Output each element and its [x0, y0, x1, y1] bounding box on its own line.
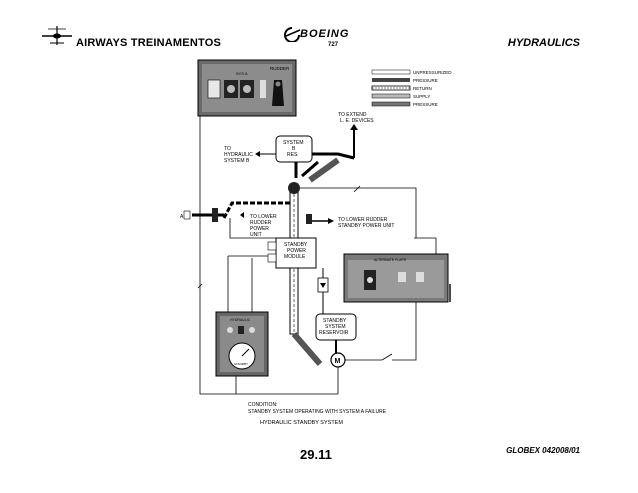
legend-item-pressure-2: PRESSURE: [413, 102, 438, 107]
pressure-gauge-label: STANDBY: [234, 362, 248, 366]
to-hydraulic-system-b-2: HYDRAULIC: [224, 152, 253, 158]
standby-system-reservoir-label-2: SYSTEM: [325, 324, 346, 330]
airplane-logo-icon: [42, 26, 72, 45]
system-b-res-label-3: RES.: [287, 152, 299, 158]
standby-system-reservoir-label-3: RESERVOIR: [319, 330, 349, 336]
to-lower-rudder-power-unit-1: TO LOWER: [250, 214, 277, 220]
to-hydraulic-system-b-3: SYSTEM B: [224, 158, 250, 164]
alternate-flaps-label: ALTERNATE FLAPS: [374, 258, 407, 262]
to-lower-rudder-power-unit-4: UNIT: [250, 232, 262, 238]
standby-power-module: [275, 237, 317, 269]
legend-item-return: RETURN: [413, 86, 432, 91]
legend-item-supply: SUPPLY: [413, 94, 430, 99]
to-hydraulic-system-b-1: TO: [224, 146, 231, 152]
to-lower-rudder-standby-2: STANDBY POWER UNIT: [338, 223, 395, 229]
valve-a-label: A: [180, 214, 184, 220]
section-title: HYDRAULICS: [507, 37, 580, 49]
diagram-caption: HYDRAULIC STANDBY SYSTEM: [260, 420, 343, 426]
model-number: 727: [328, 42, 339, 48]
standby-system-reservoir-label-1: STANDBY: [323, 318, 347, 324]
to-lower-rudder-power-unit-2: RUDDER: [250, 220, 272, 226]
boeing-logo-icon: [284, 27, 301, 42]
to-lower-rudder-standby-1: TO LOWER RUDDER: [338, 217, 388, 223]
to-lower-rudder-power-unit-3: POWER: [250, 226, 269, 232]
motor-label: M: [335, 358, 341, 365]
system-b-res-label-1: SYSTEM: [283, 140, 304, 146]
condition-title: CONDITION:: [248, 402, 277, 408]
system-b-res-label-2: B: [292, 146, 296, 152]
shutoff-valve: [288, 182, 300, 194]
company-name: AIRWAYS TREINAMENTOS: [76, 37, 221, 49]
legend-item-pressure: PRESSURE: [413, 78, 438, 83]
standby-power-module-label-1: STANDBY: [284, 242, 308, 248]
legend: UNPRESSURIZED PRESSURE RETURN SUPPLY PRE…: [371, 69, 452, 107]
hydraulic-panel-label: HYDRAULIC: [230, 318, 251, 322]
condition-text: STANDBY SYSTEM OPERATING WITH SYSTEM A F…: [248, 409, 387, 415]
system-b-reservoir: [275, 135, 313, 163]
rudder-panel-sublabel: SYS A: [236, 71, 248, 76]
standby-power-module-label-3: MODULE: [284, 254, 306, 260]
to-le-devices-label-line2: L. E. DEVICES: [340, 118, 374, 124]
page-number: 29.11: [300, 447, 332, 462]
hydraulic-standby-diagram: RUDDER SYS A UNPRESSURIZED PRESSURE RETU…: [180, 59, 452, 426]
rudder-panel-label: RUDDER: [270, 66, 290, 71]
to-le-devices-label-line1: TO EXTEND: [338, 112, 367, 118]
manufacturer-logo-text: BOEING: [300, 28, 350, 40]
legend-item-unpressurized: UNPRESSURIZED: [413, 70, 452, 75]
document-code: GLOBEX 042008/01: [506, 446, 580, 455]
standby-power-module-label-2: POWER: [287, 248, 306, 254]
